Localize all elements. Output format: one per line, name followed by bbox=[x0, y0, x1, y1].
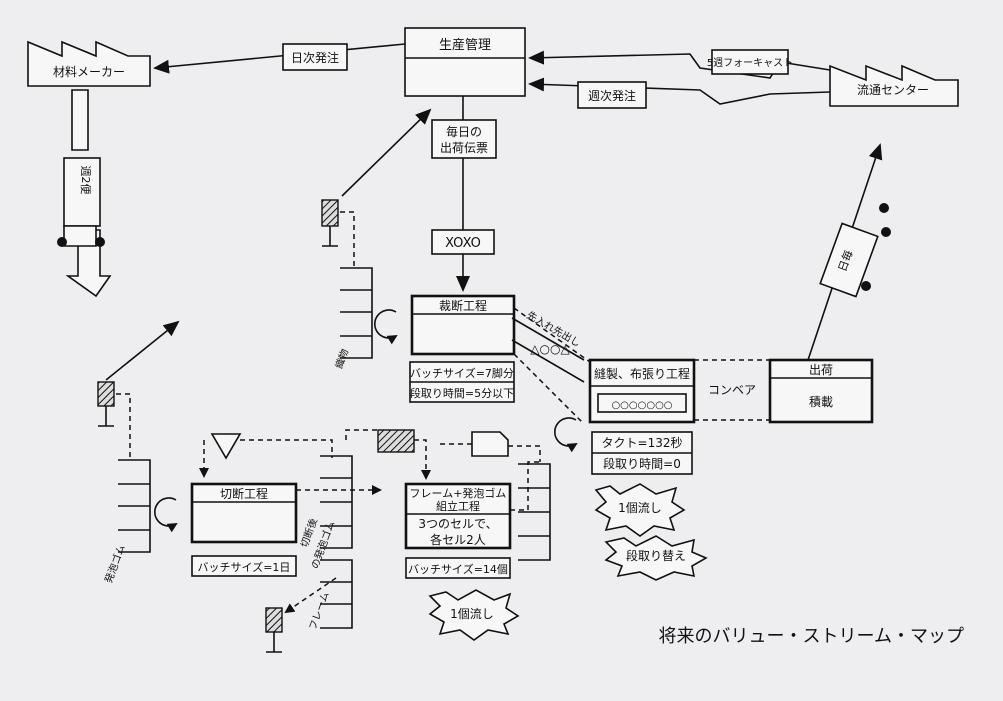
daily-order-arrow bbox=[153, 43, 406, 74]
forecast-label: 5週フォーキャスト bbox=[707, 57, 793, 69]
shipping-slip-label-2: 出荷伝票 bbox=[440, 141, 488, 155]
kaizen-burst-changeover: 段取り替え bbox=[604, 535, 708, 581]
production-control-box: 生産管理 bbox=[404, 27, 526, 97]
weekly-order-label: 週次発注 bbox=[588, 88, 636, 103]
daily-order-box: 日次発注 bbox=[282, 43, 348, 71]
assembly-name-2: 組立工程 bbox=[436, 499, 480, 513]
sewing-changeover: 段取り時間=0 bbox=[603, 456, 681, 471]
foam-supermarket-label: 発泡ゴム bbox=[102, 543, 128, 585]
cut-foam-supermarket: 切断後 の発泡ゴム bbox=[297, 455, 353, 571]
kanban-post-foam bbox=[97, 381, 115, 427]
signal-kanban-triangle bbox=[210, 433, 242, 460]
foam-signal-arrow bbox=[105, 320, 180, 381]
slicing-withdrawal-loop bbox=[154, 497, 178, 533]
fifo-symbols: △○○△ bbox=[530, 342, 570, 356]
slicing-process-label: 切断工程 bbox=[220, 486, 268, 501]
frame-supermarket: フレーム bbox=[307, 559, 353, 632]
material-maker-factory: 材料メーカー bbox=[27, 40, 151, 87]
slicing-process: 切断工程 バッチサイズ=1日 bbox=[190, 482, 298, 577]
weekly-order-box: 週次発注 bbox=[577, 81, 647, 109]
assembly-batch-size: バッチサイズ=14個 bbox=[408, 562, 508, 576]
sewing-process-label: 縫製、布張り工程 bbox=[594, 366, 690, 381]
weekly-order-arrow bbox=[528, 77, 831, 105]
shipping-detail: 積載 bbox=[809, 394, 833, 409]
assembly-detail-1: 3つのセルで、 bbox=[418, 517, 497, 531]
leveling-box: XOXO bbox=[431, 229, 495, 255]
foam-supermarket: 発泡ゴム bbox=[102, 459, 151, 585]
shipping-process: 出荷 積載 bbox=[768, 358, 874, 424]
fabric-supermarket: 織物 bbox=[332, 267, 373, 370]
kanban-post-fabric bbox=[321, 199, 339, 247]
production-kanban-card bbox=[471, 431, 509, 457]
forecast-box: 5週フォーキャスト bbox=[707, 49, 793, 75]
distribution-center-label: 流通センター bbox=[857, 83, 929, 97]
assembly-process: フレーム+発泡ゴム 組立工程 3つのセルで、 各セル2人 バッチサイズ=14個 bbox=[404, 482, 512, 579]
cut-foam-label-1: 切断後 bbox=[297, 516, 319, 549]
cutting-process: 裁断工程 バッチサイズ=7脚分 段取り時間=5分以下 bbox=[409, 294, 516, 403]
material-maker-label: 材料メーカー bbox=[53, 65, 125, 79]
kaizen-burst-one-piece-flow-label: 1個流し bbox=[618, 501, 662, 515]
kaizen-burst-changeover-label: 段取り替え bbox=[626, 548, 686, 563]
withdrawal-kanban-hatched bbox=[377, 429, 415, 453]
frame-supermarket-label: フレーム bbox=[307, 590, 332, 631]
fifo-lane: △○○△ 先入れ先出し bbox=[511, 308, 585, 383]
sewing-withdrawal-loop bbox=[554, 417, 578, 453]
sewing-process: 縫製、布張り工程 ○○○○○○○ タクト=132秒 段取り時間=0 bbox=[588, 358, 696, 475]
supplier-truck-shipment: 週2便 bbox=[57, 89, 112, 298]
distribution-center-factory: 流通センター bbox=[829, 64, 959, 107]
customer-truck-shipment: 日毎 bbox=[807, 143, 891, 361]
cutting-changeover: 段取り時間=5分以下 bbox=[410, 386, 514, 400]
cutting-process-label: 裁断工程 bbox=[439, 298, 487, 313]
conveyor-label: コンベア bbox=[708, 383, 756, 397]
map-title: 将来のバリュー・ストリーム・マップ bbox=[659, 626, 964, 647]
supplier-truck-label: 週2便 bbox=[79, 166, 92, 195]
daily-order-label: 日次発注 bbox=[291, 50, 339, 65]
kaizen-burst-assembly-label: 1個流し bbox=[450, 607, 494, 621]
production-control-label: 生産管理 bbox=[439, 37, 491, 53]
cutting-batch-size: バッチサイズ=7脚分 bbox=[410, 366, 514, 380]
assembly-output-supermarket bbox=[518, 463, 551, 561]
kanban-to-production-arrow bbox=[341, 108, 432, 197]
kaizen-burst-assembly: 1個流し bbox=[428, 589, 520, 641]
conveyor-icon: ○○○○○○○ bbox=[611, 400, 672, 411]
assembly-name-1: フレーム+発泡ゴム bbox=[410, 486, 507, 500]
leveling-box-label: XOXO bbox=[445, 236, 481, 251]
fabric-supermarket-label: 織物 bbox=[332, 347, 351, 370]
slicing-batch-size: バッチサイズ=1日 bbox=[198, 560, 291, 574]
cutting-withdrawal-loop bbox=[374, 309, 398, 345]
sewing-takt: タクト=132秒 bbox=[602, 436, 683, 450]
shipping-label: 出荷 bbox=[809, 363, 833, 377]
kanban-post-frame bbox=[265, 607, 283, 653]
assembly-detail-2: 各セル2人 bbox=[430, 532, 486, 547]
kaizen-burst-one-piece-flow: 1個流し bbox=[594, 483, 686, 537]
shipping-slip-label-1: 毎日の bbox=[446, 124, 482, 139]
shipping-slip-box: 毎日の 出荷伝票 bbox=[431, 119, 497, 159]
